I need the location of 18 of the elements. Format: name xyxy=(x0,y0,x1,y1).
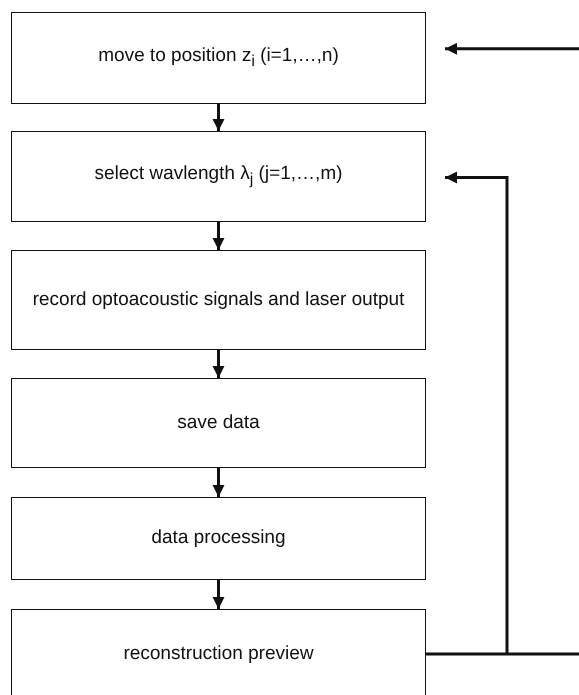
arrow xyxy=(445,42,579,55)
step-text: reconstruction preview xyxy=(123,642,314,666)
step-text: move to position z$_{i}$ (i=1,…,n) xyxy=(98,44,339,72)
process-box xyxy=(11,131,426,222)
arrow xyxy=(212,468,224,497)
arrow xyxy=(212,580,224,609)
process-box xyxy=(11,250,426,350)
step-text: record optoacoustic signals and laser output xyxy=(32,288,404,312)
process-box xyxy=(11,12,426,104)
arrow xyxy=(212,104,224,131)
process-box xyxy=(11,609,426,695)
step-text: select wavlength λ$_{j}$ (j=1,…,m) xyxy=(94,162,342,190)
arrow xyxy=(212,350,224,378)
process-box xyxy=(11,497,426,580)
step-text: data processing xyxy=(151,526,286,550)
arrow xyxy=(212,222,224,250)
step-text: save data xyxy=(177,410,260,435)
process-box xyxy=(11,378,426,468)
